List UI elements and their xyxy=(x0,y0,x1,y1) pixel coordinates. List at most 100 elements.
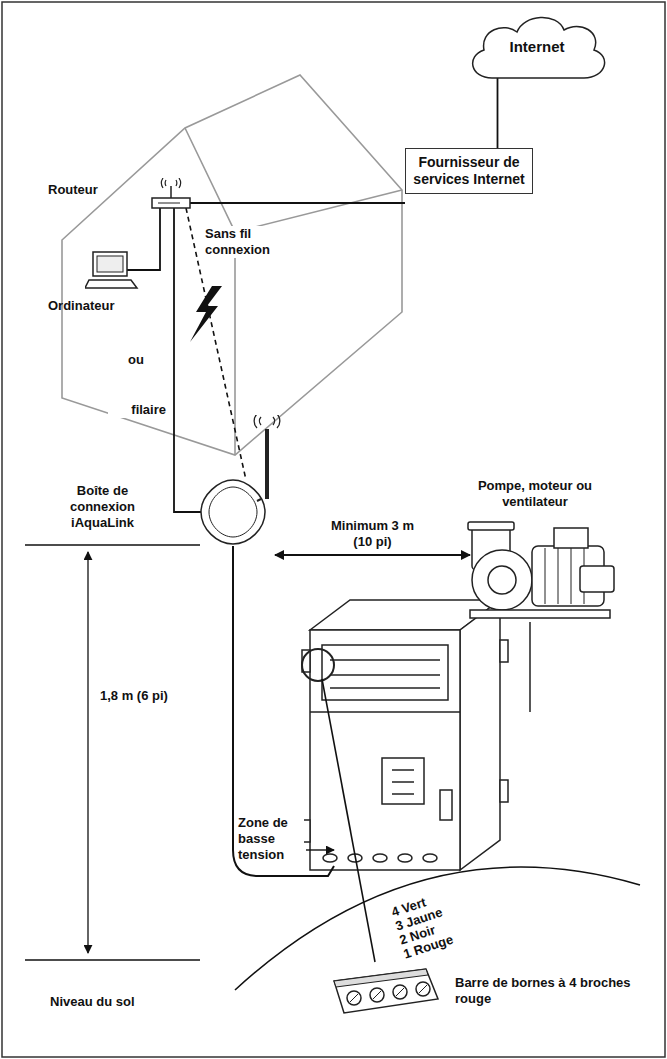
router-icon xyxy=(150,178,198,214)
device-label: Ordinateur xyxy=(48,298,114,314)
wires xyxy=(233,546,334,876)
distance-arrow xyxy=(275,554,470,556)
router-node: Routeur xyxy=(40,178,200,214)
load-center-panel xyxy=(310,711,460,713)
load-center-panel xyxy=(373,854,387,862)
router-icon xyxy=(161,178,180,188)
house-outline xyxy=(185,128,235,455)
house-outline xyxy=(62,75,402,455)
iaqualink-box-icon xyxy=(209,487,257,537)
terminal-block-illustration xyxy=(334,969,428,987)
iaqualink-box-icon xyxy=(201,480,265,544)
load-center-panel xyxy=(302,649,334,681)
cable-line xyxy=(497,78,499,148)
computer-node: Ordinateur xyxy=(40,250,150,320)
cloud-node: Internet xyxy=(462,8,612,86)
load-center-panel xyxy=(382,758,424,804)
iaqualink-box-icon xyxy=(257,499,261,501)
router-icon xyxy=(158,203,180,204)
dimension-lines xyxy=(25,959,200,960)
terminal-block-illustration xyxy=(350,994,358,1002)
iaqualink-box-icon xyxy=(265,429,269,499)
load-center-panel xyxy=(500,780,508,802)
pump-node xyxy=(470,523,600,618)
pump-illustration xyxy=(450,518,620,623)
note-label: Niveau du sol xyxy=(50,994,135,1010)
terminal-block-illustration xyxy=(396,988,404,996)
lightning-bolt xyxy=(190,286,222,342)
laptop-icon xyxy=(85,250,145,292)
pump-node: Pompe, moteur ou ventilateur xyxy=(450,478,620,628)
load-center-panel xyxy=(440,790,452,820)
wires xyxy=(233,546,530,962)
iaqualink-box-icon xyxy=(254,415,280,428)
terminal-block-node xyxy=(330,965,442,1017)
terminal-block-illustration xyxy=(419,985,427,993)
pump-illustration xyxy=(558,548,559,604)
load-center-panel xyxy=(330,659,440,661)
load-center-panel xyxy=(398,854,412,862)
box-label: Fournisseur de services Internet xyxy=(411,154,527,188)
edge-label: filaire xyxy=(108,402,166,418)
house-outline xyxy=(62,75,402,455)
cable-line xyxy=(127,208,160,270)
load-center-panel xyxy=(323,854,337,862)
load-center-panel xyxy=(500,640,508,662)
load-center-panel xyxy=(330,687,440,689)
load-center-panel xyxy=(322,645,448,700)
note-label: ou xyxy=(128,352,144,368)
dimension-label: 1,8 m (6 pi) xyxy=(100,688,175,704)
terminal-block-node: 4 Vert3 Jaune2 Noir1 RougeBarre de borne… xyxy=(320,870,660,1020)
wires xyxy=(529,622,530,712)
router-icon xyxy=(152,198,190,208)
wires xyxy=(306,849,334,850)
device-label: Routeur xyxy=(48,182,98,198)
laptop-icon xyxy=(97,256,123,272)
router-icon xyxy=(170,186,172,198)
laptop-icon xyxy=(85,280,137,288)
load-center-panel xyxy=(330,674,440,676)
cable-line xyxy=(174,208,201,512)
dimension-lines xyxy=(87,552,88,953)
load-center-panel xyxy=(392,793,414,795)
router-node xyxy=(152,198,190,208)
laptop-icon xyxy=(93,252,127,276)
terminal-block-illustration xyxy=(373,991,381,999)
device-label: Boîte de connexion iAquaLink xyxy=(45,483,160,531)
load-center-panel xyxy=(310,630,460,870)
process-box: Fournisseur de services Internet xyxy=(405,148,533,194)
terminal-block-illustration xyxy=(330,965,442,1017)
load-center-panel xyxy=(392,781,414,783)
edge-label: Sans fil connexion xyxy=(205,226,295,258)
callout-label: Zone de basse tension xyxy=(238,815,304,863)
part-label: Barre de bornes à 4 broches rouge xyxy=(455,975,635,1007)
pump-illustration xyxy=(470,610,610,618)
computer-node xyxy=(93,252,127,288)
lightning-bolt xyxy=(190,286,222,342)
cable-line xyxy=(190,202,405,204)
terminal-block-illustration xyxy=(347,991,361,1005)
edge-label: Minimum 3 m (10 pi) xyxy=(323,518,423,550)
load-center-panel xyxy=(392,769,414,771)
pump-illustration xyxy=(488,566,516,594)
terminal-block-illustration xyxy=(416,982,430,996)
load-center-panel xyxy=(460,600,500,870)
dimension-lines xyxy=(25,544,200,545)
connection-box-node xyxy=(201,480,265,544)
device-label: Pompe, moteur ou ventilateur xyxy=(450,478,620,510)
pump-illustration xyxy=(545,548,546,604)
zoom-arc xyxy=(235,867,640,990)
pump-illustration xyxy=(580,566,614,592)
terminal-block-illustration xyxy=(393,985,407,999)
pump-illustration xyxy=(472,550,532,610)
pump-illustration xyxy=(554,528,588,548)
pump-illustration xyxy=(468,522,514,530)
connection-box-node: Boîte de connexion iAquaLink xyxy=(40,415,300,550)
terminal-block-illustration xyxy=(370,988,384,1002)
cloud-label: Internet xyxy=(462,39,612,55)
dimension-lines xyxy=(25,545,200,960)
pump-illustration xyxy=(571,548,572,604)
iaqualink-box-icon xyxy=(195,415,300,550)
